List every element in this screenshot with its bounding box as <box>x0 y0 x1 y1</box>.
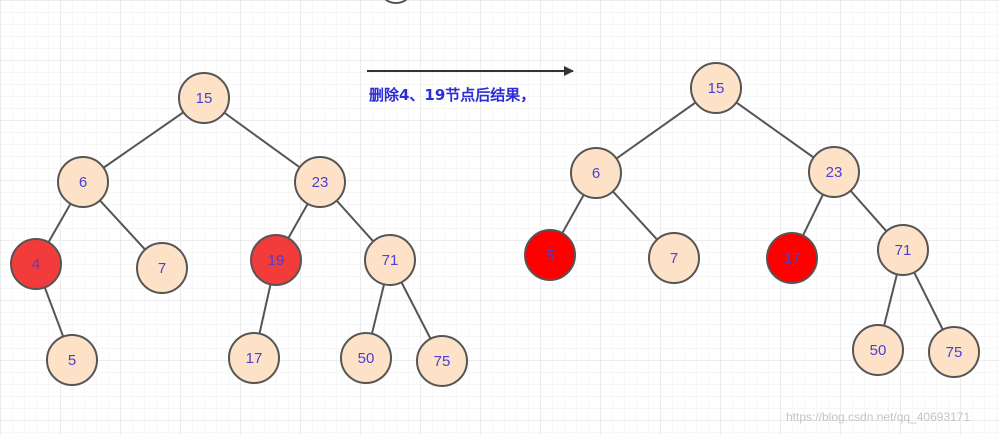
node-circle <box>250 234 302 286</box>
node-label: 5 <box>546 247 554 264</box>
node-circle <box>766 232 818 284</box>
node-circle <box>57 156 109 208</box>
node-label: 15 <box>708 80 725 97</box>
node-after-23: 23 <box>808 146 860 198</box>
node-label: 5 <box>68 352 76 369</box>
node-after-6: 6 <box>570 147 622 199</box>
node-label: 15 <box>196 90 213 107</box>
node-circle <box>648 232 700 284</box>
node-label: 4 <box>32 256 40 273</box>
node-circle <box>570 147 622 199</box>
node-before-15: 15 <box>178 72 230 124</box>
node-circle <box>524 229 576 281</box>
node-circle <box>228 332 280 384</box>
node-label: 23 <box>826 164 843 181</box>
node-label: 50 <box>870 342 887 359</box>
node-before-50: 50 <box>340 332 392 384</box>
node-before-7: 7 <box>136 242 188 294</box>
node-label: 71 <box>382 252 399 269</box>
node-circle <box>877 224 929 276</box>
node-before-17: 17 <box>228 332 280 384</box>
node-label: 6 <box>79 174 87 191</box>
node-circle <box>364 234 416 286</box>
nodes-layer: 15 6 23 4 7 19 71 5 17 50 75 15 6 23 5 7 17 71 50 75 <box>10 62 980 387</box>
node-label: 23 <box>312 174 329 191</box>
node-label: 6 <box>592 165 600 182</box>
node-after-7: 7 <box>648 232 700 284</box>
node-circle <box>416 335 468 387</box>
node-label: 7 <box>158 260 166 277</box>
node-circle <box>928 326 980 378</box>
node-circle <box>178 72 230 124</box>
node-circle <box>808 146 860 198</box>
node-circle <box>340 332 392 384</box>
node-circle <box>10 238 62 290</box>
edges-layer <box>35 87 955 362</box>
node-circle <box>294 156 346 208</box>
node-label: 71 <box>895 242 912 259</box>
node-before-23: 23 <box>294 156 346 208</box>
arrow-caption: 删除4、19节点后结果， <box>369 86 536 104</box>
node-after-15: 15 <box>690 62 742 114</box>
node-circle <box>690 62 742 114</box>
node-after-17: 17 <box>766 232 818 284</box>
node-after-5: 5 <box>524 229 576 281</box>
node-circle <box>852 324 904 376</box>
node-after-71: 71 <box>877 224 929 276</box>
node-label: 75 <box>434 353 451 370</box>
node-after-75: 75 <box>928 326 980 378</box>
node-before-75: 75 <box>416 335 468 387</box>
node-label: 17 <box>246 350 263 367</box>
cropped-node-top <box>384 0 408 4</box>
watermark: https://blog.csdn.net/qq_40693171 <box>786 410 971 424</box>
node-before-71: 71 <box>364 234 416 286</box>
node-before-6: 6 <box>57 156 109 208</box>
node-circle <box>136 242 188 294</box>
node-label: 19 <box>268 252 285 269</box>
node-label: 7 <box>670 250 678 267</box>
node-label: 75 <box>946 344 963 361</box>
node-before-19: 19 <box>250 234 302 286</box>
node-before-5: 5 <box>46 334 98 386</box>
node-label: 17 <box>784 250 801 267</box>
node-after-50: 50 <box>852 324 904 376</box>
node-circle <box>46 334 98 386</box>
node-before-4: 4 <box>10 238 62 290</box>
node-label: 50 <box>358 350 375 367</box>
